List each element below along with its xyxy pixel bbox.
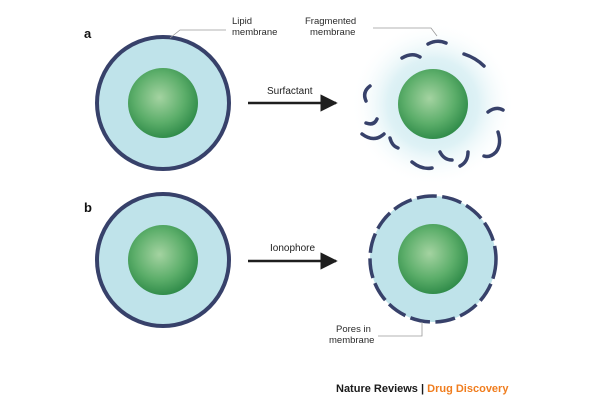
publisher-name: Nature Reviews	[336, 383, 418, 395]
membrane-fragment	[486, 106, 505, 114]
journal-name: Drug Discovery	[427, 383, 509, 395]
membrane-fragment	[438, 150, 454, 162]
membrane-fragment	[364, 117, 379, 126]
lipid-membrane-label: Lipid membrane	[232, 16, 277, 38]
ionophore-label: Ionophore	[270, 243, 315, 254]
intact-cell-a	[95, 35, 231, 171]
journal-credit: Nature Reviews | Drug Discovery	[336, 383, 508, 395]
membrane-fragment	[482, 130, 502, 159]
membrane-fragments	[360, 39, 505, 171]
membrane-fragment	[410, 160, 434, 171]
cell-nucleus-fragmented	[398, 69, 468, 139]
membrane-fragment	[426, 39, 448, 46]
pores-leader	[378, 322, 423, 337]
intact-cell-b	[95, 192, 231, 328]
cell-nucleus	[128, 225, 198, 295]
panel-a-letter: a	[84, 26, 92, 41]
fragmented-membrane-label: Fragmented membrane	[305, 16, 359, 38]
surfactant-label: Surfactant	[267, 86, 313, 97]
membrane-fragment	[388, 136, 400, 150]
cell-nucleus	[128, 68, 198, 138]
fragmented-membrane-leader	[373, 27, 438, 37]
lipid-membrane-leader	[169, 29, 226, 39]
membrane-fragment	[360, 132, 386, 141]
panel-b-letter: b	[84, 200, 92, 215]
credit-separator: |	[421, 383, 425, 395]
pores-label: Pores in membrane	[329, 324, 374, 346]
membrane-fragment	[458, 150, 470, 168]
membrane-fragment	[462, 52, 486, 68]
porous-membrane	[368, 194, 498, 324]
fragmented-cell	[351, 22, 515, 186]
membrane-fragment	[400, 53, 422, 60]
porous-cell	[368, 194, 498, 324]
membrane-fragment	[362, 84, 372, 103]
cell-nucleus-porous	[398, 224, 468, 294]
